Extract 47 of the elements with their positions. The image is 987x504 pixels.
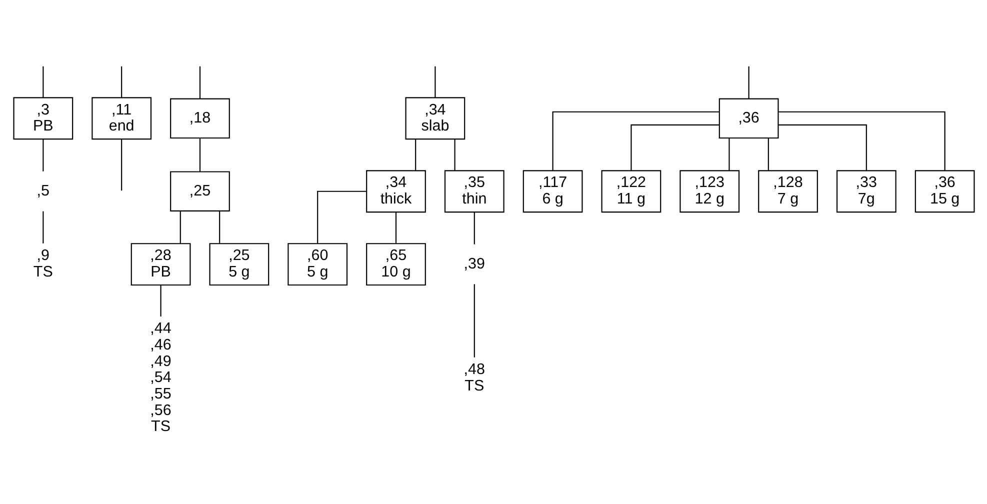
node-box: ,117 6 g bbox=[522, 170, 582, 212]
node-box: ,25 5 g bbox=[208, 242, 269, 286]
node-box: ,128 7 g bbox=[758, 170, 818, 212]
node-box: ,65 10 g bbox=[366, 242, 426, 286]
connector bbox=[414, 138, 416, 170]
node-text: ,48 TS bbox=[463, 360, 484, 394]
node-box: ,122 11 g bbox=[600, 170, 661, 212]
connector bbox=[316, 190, 366, 244]
node-box: ,36 bbox=[718, 98, 778, 138]
node-text: ,39 bbox=[463, 254, 484, 272]
node-text: ,44 ,46 ,49 ,54 ,55 ,56 TS bbox=[150, 320, 171, 435]
connector bbox=[748, 66, 749, 98]
connector bbox=[454, 138, 455, 170]
node-text: ,9 TS bbox=[32, 246, 52, 280]
node-box: ,25 bbox=[170, 170, 230, 212]
connector bbox=[434, 66, 436, 98]
node-box: ,3 PB bbox=[12, 96, 73, 140]
node-box: ,34 slab bbox=[404, 96, 465, 140]
node-box: ,36 15 g bbox=[914, 170, 974, 212]
node-box: ,18 bbox=[170, 98, 230, 138]
connector bbox=[120, 138, 122, 190]
node-box: ,34 thick bbox=[366, 170, 426, 212]
connector bbox=[728, 138, 730, 170]
connector bbox=[552, 110, 719, 170]
connector bbox=[160, 284, 161, 316]
connector bbox=[42, 210, 44, 243]
connector bbox=[630, 124, 719, 170]
node-box: ,60 5 g bbox=[287, 242, 348, 286]
connector bbox=[778, 124, 866, 170]
node-box: ,33 7g bbox=[836, 170, 896, 212]
node-box: ,11 end bbox=[91, 96, 152, 140]
node-box: ,123 12 g bbox=[679, 170, 740, 212]
node-text: ,5 bbox=[36, 182, 50, 199]
connector bbox=[198, 138, 200, 171]
connector bbox=[179, 210, 180, 243]
connector bbox=[218, 210, 220, 243]
connector bbox=[120, 66, 122, 98]
connector bbox=[473, 284, 474, 357]
connector bbox=[778, 110, 945, 170]
connector bbox=[473, 212, 474, 244]
connector bbox=[394, 212, 396, 243]
node-box: ,28 PB bbox=[130, 242, 190, 286]
connector bbox=[198, 66, 200, 98]
connector bbox=[42, 138, 44, 171]
connector bbox=[42, 66, 44, 98]
connector bbox=[767, 138, 768, 170]
node-box: ,35 thin bbox=[444, 170, 504, 212]
